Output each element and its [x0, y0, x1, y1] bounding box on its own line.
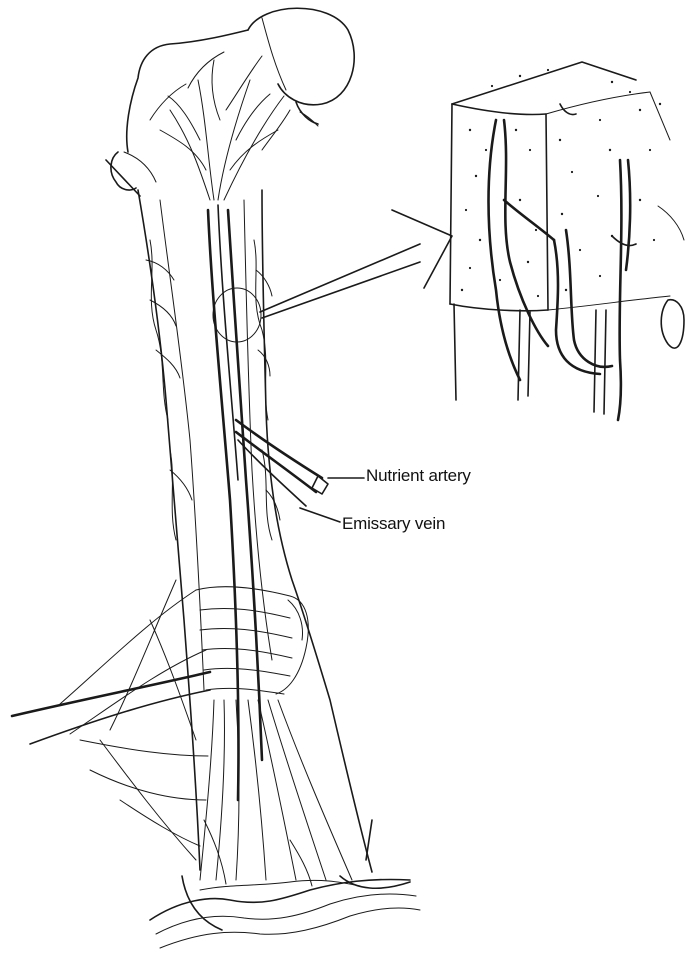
upper-metaphyseal-vessels [150, 52, 290, 200]
emissary-vein-label: Emissary vein [342, 514, 445, 534]
callout-arrow [260, 210, 452, 318]
lower-metaphysis [196, 587, 308, 694]
greater-trochanter [106, 152, 156, 196]
articular-surface [150, 876, 420, 948]
muscle-fibers [12, 580, 210, 860]
magnified-cortex-inset [450, 62, 684, 420]
medullary-vessels [208, 205, 328, 800]
distal-vessels [200, 700, 372, 886]
nutrient-artery-label: Nutrient artery [366, 466, 471, 486]
